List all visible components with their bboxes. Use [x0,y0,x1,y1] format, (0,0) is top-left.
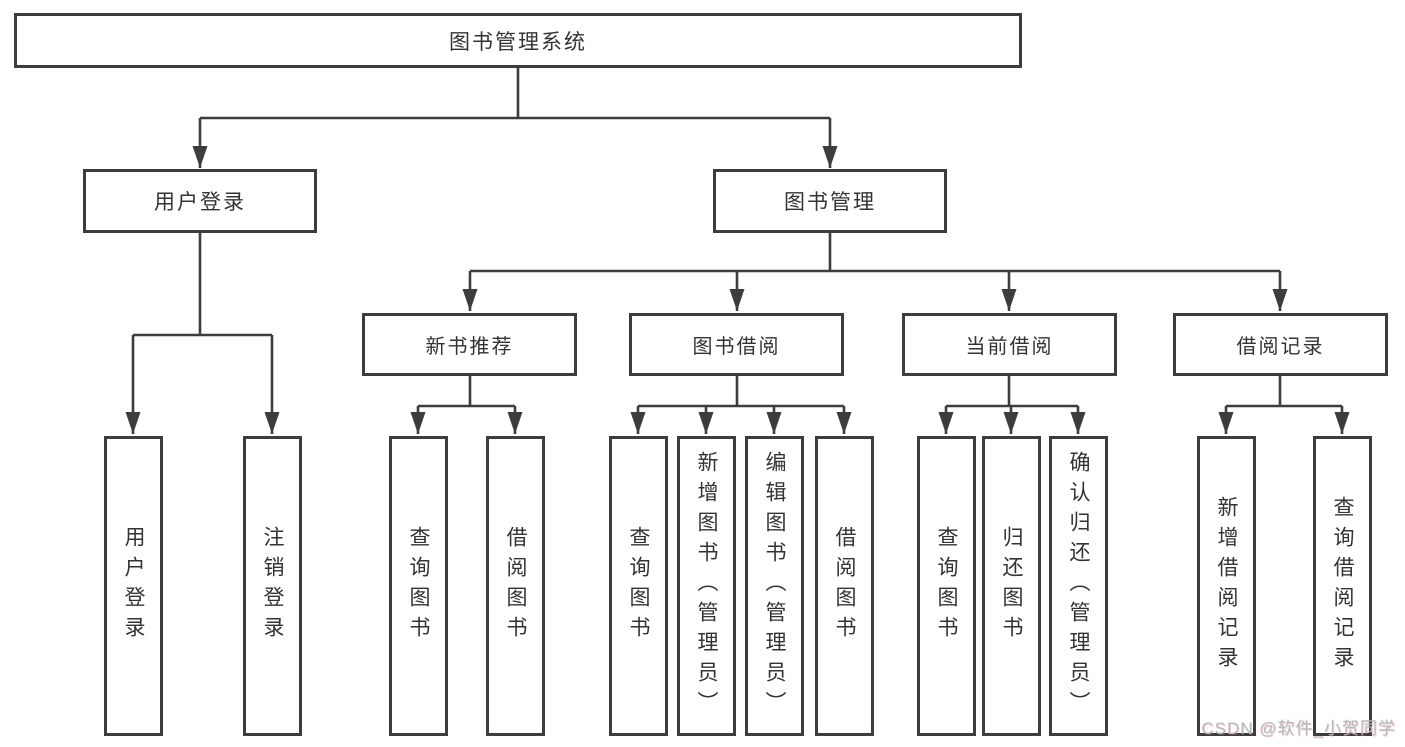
leaf-add-borrow-record-label: 新增借阅记录 [1215,496,1238,676]
connector-book-borrow-branch [630,376,852,434]
leaf-borrow-books-recommend-label: 借阅图书 [504,526,527,646]
leaf-query-borrow-record-label: 查询借阅记录 [1331,496,1354,676]
connector-current-borrow-branch [938,376,1086,434]
node-current-borrow-label: 当前借阅 [965,336,1054,358]
leaf-confirm-return-admin-label: 确认归还（管理员） [1067,451,1090,721]
node-user-login: 用户登录 [83,169,317,233]
node-book-management-label: 图书管理 [784,191,876,214]
leaf-query-books-borrow-label: 查询图书 [627,526,650,646]
leaf-logout: 注销登录 [243,436,302,736]
connector-book-mgmt-to-level3 [462,233,1288,311]
node-book-borrow: 图书借阅 [629,313,844,376]
leaf-logout-label: 注销登录 [261,526,284,646]
node-user-login-label: 用户登录 [154,191,246,214]
leaf-query-books-borrow: 查询图书 [609,436,668,736]
node-book-management: 图书管理 [713,169,947,233]
leaf-query-books-recommend: 查询图书 [389,436,448,736]
leaf-add-books-admin-label: 新增图书（管理员） [695,451,718,721]
connector-new-book-branch [410,376,523,434]
watermark: CSDN @软件_小贺同学 [1201,719,1396,738]
leaf-add-books-admin: 新增图书（管理员） [677,436,736,736]
leaf-query-books-recommend-label: 查询图书 [407,526,430,646]
leaf-borrow-books-label: 借阅图书 [833,526,856,646]
connector-root-to-level2 [192,68,838,168]
leaf-edit-books-admin-label: 编辑图书（管理员） [763,451,786,721]
leaf-confirm-return-admin: 确认归还（管理员） [1049,436,1108,736]
node-current-borrow: 当前借阅 [902,313,1117,376]
leaf-user-login: 用户登录 [104,436,163,736]
leaf-query-books-current-label: 查询图书 [935,526,958,646]
leaf-return-books: 归还图书 [982,436,1041,736]
leaf-edit-books-admin: 编辑图书（管理员） [745,436,804,736]
leaf-borrow-books: 借阅图书 [815,436,874,736]
leaf-return-books-label: 归还图书 [1000,526,1023,646]
node-book-borrow-label: 图书借阅 [692,336,781,358]
connector-user-login-branch [125,233,280,434]
connector-borrow-records-branch [1218,376,1350,434]
leaf-borrow-books-recommend: 借阅图书 [486,436,545,736]
node-new-book-recommend: 新书推荐 [362,313,577,376]
node-borrow-records-label: 借阅记录 [1236,336,1325,358]
node-borrow-records: 借阅记录 [1173,313,1388,376]
leaf-user-login-label: 用户登录 [122,526,145,646]
node-root-system-label: 图书管理系统 [449,30,587,54]
leaf-add-borrow-record: 新增借阅记录 [1197,436,1256,736]
node-root-system: 图书管理系统 [14,13,1022,68]
leaf-query-books-current: 查询图书 [917,436,976,736]
leaf-query-borrow-record: 查询借阅记录 [1313,436,1372,736]
node-new-book-recommend-label: 新书推荐 [425,336,514,358]
